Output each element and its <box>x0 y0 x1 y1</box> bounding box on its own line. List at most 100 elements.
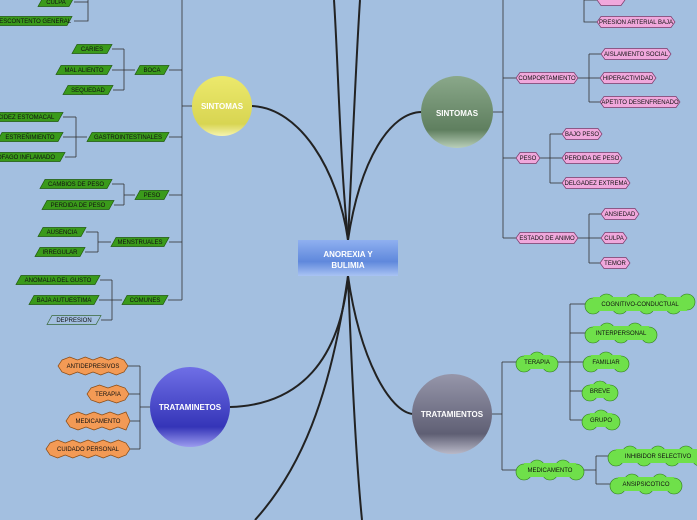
node-interpersonal[interactable]: INTERPERSONAL <box>584 322 658 344</box>
node-label: DESCONTENTO GENERAL <box>0 19 72 25</box>
node-cambios-de-peso[interactable]: CAMBIOS DE PESO <box>39 179 113 189</box>
node-culpa[interactable]: CULPA <box>600 232 628 244</box>
node-menstruales[interactable]: MENSTRUALES <box>110 237 170 247</box>
node-grupo[interactable]: GRUPO <box>581 409 621 431</box>
node-comunes[interactable]: COMUNES <box>121 295 169 305</box>
node-caries[interactable]: CARIES <box>71 44 113 54</box>
node-sequedad[interactable]: SEQUEDAD <box>62 85 114 95</box>
node-label: MEDICAMENTO <box>528 468 573 474</box>
node-boca[interactable]: BOCA <box>134 65 170 75</box>
node-label: MEDICAMENTO <box>76 419 121 425</box>
node-delgadez-extrema[interactable]: DELGADEZ EXTREMA <box>561 177 631 189</box>
node-acidez-estomacal[interactable]: ACIDEZ ESTOMACAL <box>0 112 64 122</box>
center-node[interactable]: ANOREXIA Y BULIMIA <box>298 240 398 276</box>
node-estrenimiento[interactable]: ESTREÑIMIENTO <box>0 132 64 142</box>
node-aislamiento-social[interactable]: AISLAMIENTO SOCIAL <box>600 48 672 60</box>
node-label: GASTROINTESTINALES <box>94 135 162 141</box>
node-baja-autuestima[interactable]: BAJA AUTUESTIMA <box>28 295 100 305</box>
node-cuidado-personal[interactable]: CUIDADO PERSONAL <box>45 439 131 459</box>
hub-left-tratamientos[interactable]: TRATAMINETOS <box>150 367 230 447</box>
node-label: BAJA AUTUESTIMA <box>37 298 92 304</box>
node-cognitivo-conductual[interactable]: COGNITIVO-CONDUCTUAL <box>584 293 696 315</box>
node-label: PRESION ARTERIAL BAJA <box>599 20 673 26</box>
node-label: PERDIDA DE PESO <box>51 203 106 209</box>
node-bajo-peso[interactable]: BAJO PESO <box>561 128 603 140</box>
node-label: COMPORTAMIENTO <box>518 76 576 82</box>
node-terapia[interactable]: TERAPIA <box>86 384 130 404</box>
node-temor[interactable]: TEMOR <box>599 257 631 269</box>
node-label: DEPRESION <box>56 318 91 324</box>
node-label: INTERPERSONAL <box>596 331 647 337</box>
node-perdida-de-peso[interactable]: PERDIDA DE PESO <box>41 200 115 210</box>
node-estado-de-animo[interactable]: ESTADO DE ANIMO <box>515 232 579 244</box>
node-anomalia-del-gusto[interactable]: ANOMALIA DEL GUSTO <box>15 275 101 285</box>
node-apetito-desenfrenado[interactable]: APETITO DESENFRENADO <box>599 96 681 108</box>
node-irregular[interactable]: IRREGULAR <box>34 247 86 257</box>
node-label: BAJO PESO <box>565 132 599 138</box>
node-gastrointestinales[interactable]: GASTROINTESTINALES <box>86 132 170 142</box>
node-ansiedad[interactable]: ANSIEDAD <box>600 208 640 220</box>
node-label: TEMOR <box>604 261 626 267</box>
node-label: APETITO DESENFRENADO <box>601 100 679 106</box>
node-label: PESO <box>144 193 161 199</box>
node-peso[interactable]: PESO <box>515 152 541 164</box>
node-ansipsicotico[interactable]: ANSIPSICOTICO <box>609 473 683 495</box>
node-comportamiento[interactable]: COMPORTAMIENTO <box>515 72 579 84</box>
node-terapia[interactable]: TERAPIA <box>515 351 559 373</box>
node-label: TERAPIA <box>95 392 121 398</box>
node-peso[interactable]: PESO <box>134 190 170 200</box>
node-antidepresivos[interactable]: ANTIDEPRESIVOS <box>57 356 129 376</box>
node-label: CULPA <box>46 0 66 6</box>
node-label: TERAPIA <box>524 360 550 366</box>
hub-left-sintomas-label: SINTOMAS <box>201 102 244 111</box>
node-esofago-inflamado[interactable]: ESOFAGO INFLAMADO <box>0 152 66 162</box>
hub-right-tratamientos[interactable]: TRATAMIENTOS <box>412 374 492 454</box>
node-label: ESOFAGO INFLAMADO <box>0 155 55 161</box>
node-label: ESTADO DE ANIMO <box>519 236 575 242</box>
node-label: ANSIEDAD <box>605 212 636 218</box>
hub-left-tratamientos-label: TRATAMINETOS <box>159 403 222 412</box>
node-label: BOCA <box>143 68 160 74</box>
hub-right-sintomas-label: SINTOMAS <box>436 109 479 118</box>
node-label: CARIES <box>81 47 103 53</box>
node-label: COMUNES <box>130 298 161 304</box>
node-breve[interactable]: BREVE <box>581 380 619 402</box>
node-label: COGNITIVO-CONDUCTUAL <box>601 302 679 308</box>
hub-right-sintomas[interactable]: SINTOMAS <box>421 76 493 148</box>
node-hiperactividad[interactable]: HIPERACTIVIDAD <box>599 72 657 84</box>
node-label: PERDIDA DE PESO <box>565 156 620 162</box>
node-label: ACIDEZ ESTOMACAL <box>0 115 55 121</box>
node-label: CAMBIOS DE PESO <box>48 182 104 188</box>
nodes: CULPA DESCONTENTO GENERAL BOCA CARIES MAL AL… <box>0 0 697 495</box>
main-branches <box>229 0 423 520</box>
node-culpa[interactable]: CULPA <box>37 0 74 7</box>
node-label: MENSTRUALES <box>117 240 162 246</box>
node-presion-arterial-baja[interactable]: PRESION ARTERIAL BAJA <box>596 16 676 28</box>
node-label: CUIDADO PERSONAL <box>57 447 120 453</box>
node-medicamento[interactable]: MEDICAMENTO <box>515 459 585 481</box>
hub-left-sintomas[interactable]: SINTOMAS <box>192 76 252 136</box>
node-label: ESTREÑIMIENTO <box>5 134 55 141</box>
hub-right-tratamientos-label: TRATAMIENTOS <box>421 410 484 419</box>
node-label: BREVE <box>590 389 610 395</box>
node-label: PESO <box>520 156 537 162</box>
node-inhibidor-selectivo[interactable]: INHIBIDOR SELECTIVO <box>607 445 697 467</box>
node-label: ANSIPSICOTICO <box>622 482 669 488</box>
node-label: MAL ALIENTO <box>64 68 103 74</box>
node-familiar[interactable]: FAMILIAR <box>582 351 630 373</box>
node-label: HIPERACTIVIDAD <box>603 76 654 82</box>
center-line-2: BULIMIA <box>331 261 365 270</box>
node-perdida-de-peso[interactable]: PERDIDA DE PESO <box>561 152 623 164</box>
node-label: GRUPO <box>590 418 612 424</box>
node-descontento-general[interactable]: DESCONTENTO GENERAL <box>0 16 73 26</box>
node-label: AISLAMIENTO SOCIAL <box>604 52 669 58</box>
node-label: ANTIDEPRESIVOS <box>67 364 120 370</box>
node-depresion[interactable]: DEPRESION <box>46 315 102 325</box>
node-label: IRREGULAR <box>42 250 78 256</box>
node-[interactable] <box>596 0 626 6</box>
node-medicamento[interactable]: MEDICAMENTO <box>65 411 131 431</box>
node-ausencia[interactable]: AUSENCIA <box>37 227 87 237</box>
node-mal-aliento[interactable]: MAL ALIENTO <box>55 65 113 75</box>
node-label: FAMILIAR <box>592 360 620 366</box>
